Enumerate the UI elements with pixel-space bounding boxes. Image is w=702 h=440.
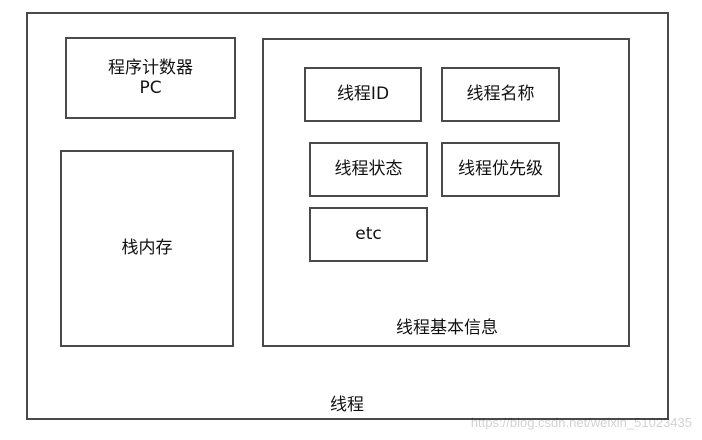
thread-basic-info-label: 线程基本信息 bbox=[396, 318, 498, 338]
program-counter-box: 程序计数器 PC bbox=[65, 37, 236, 119]
etc-box: etc bbox=[309, 207, 428, 262]
thread-priority-box: 线程优先级 bbox=[441, 142, 560, 197]
program-counter-label: 程序计数器 bbox=[108, 57, 193, 78]
thread-name-label: 线程名称 bbox=[466, 84, 535, 105]
thread-id-label: 线程ID bbox=[336, 84, 390, 105]
stack-memory-label: 栈内存 bbox=[121, 238, 173, 259]
thread-state-box: 线程状态 bbox=[309, 142, 428, 197]
stack-memory-box: 栈内存 bbox=[60, 150, 234, 347]
etc-label: etc bbox=[355, 224, 382, 245]
watermark-text: https://blog.csdn.net/weixin_51023435 bbox=[470, 415, 692, 430]
thread-name-box: 线程名称 bbox=[441, 67, 560, 122]
thread-state-label: 线程状态 bbox=[334, 159, 403, 180]
thread-id-box: 线程ID bbox=[304, 67, 422, 122]
pc-label: PC bbox=[139, 78, 162, 98]
thread-priority-label: 线程优先级 bbox=[458, 159, 543, 180]
thread-label: 线程 bbox=[330, 395, 364, 415]
